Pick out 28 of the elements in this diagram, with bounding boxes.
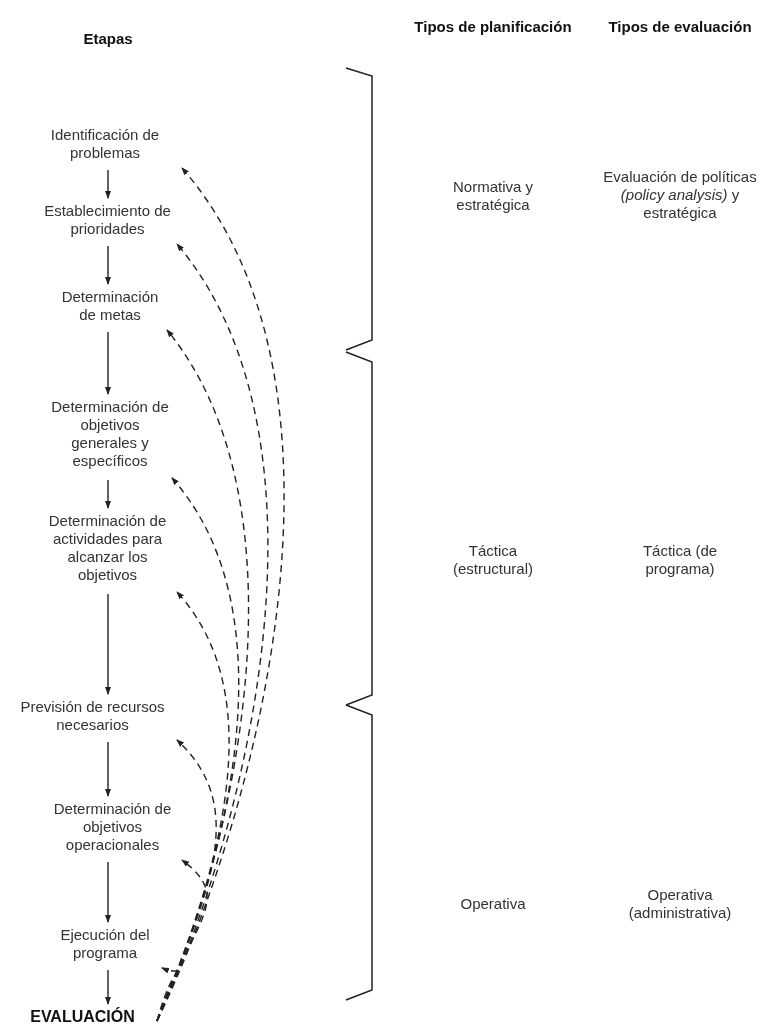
type-label: Evaluación de políticas (policy analysis) y estratégica (602, 168, 758, 222)
stage-label: Determinación de objetivos generales y específicos (50, 398, 170, 470)
arrow (105, 969, 111, 1005)
arrow (105, 245, 111, 285)
column-heading: Tipos de planificación (413, 18, 573, 36)
arrow (105, 169, 111, 199)
stage-label: Determinación de actividades para alcanzar los objetivos (47, 512, 168, 584)
feedback-arrow (156, 967, 182, 1022)
arrow (105, 331, 111, 395)
column-heading: Etapas (82, 30, 134, 48)
stage-label: Establecimiento de prioridades (43, 202, 172, 238)
arrow (105, 861, 111, 923)
feedback-arrow (156, 859, 208, 1022)
stage-label: Determinación de objetivos operacionales (52, 800, 173, 854)
arrow (105, 741, 111, 797)
type-label: Táctica (de programa) (641, 542, 719, 578)
stage-label: Determinación de metas (60, 288, 160, 324)
arrow (105, 479, 111, 509)
column-heading: Tipos de evaluación (607, 18, 753, 36)
type-label: Táctica (estructural) (452, 542, 534, 578)
type-label: Operativa (administrativa) (627, 886, 733, 922)
result-label: EVALUACIÓN (29, 1008, 136, 1026)
arrow (105, 593, 111, 695)
type-label: Operativa (459, 895, 527, 913)
stage-label: Identificación de problemas (49, 126, 161, 162)
type-label: Normativa y estratégica (452, 178, 534, 214)
stage-label: Ejecución del programa (59, 926, 151, 962)
stage-label: Previsión de recursos necesarios (19, 698, 166, 734)
